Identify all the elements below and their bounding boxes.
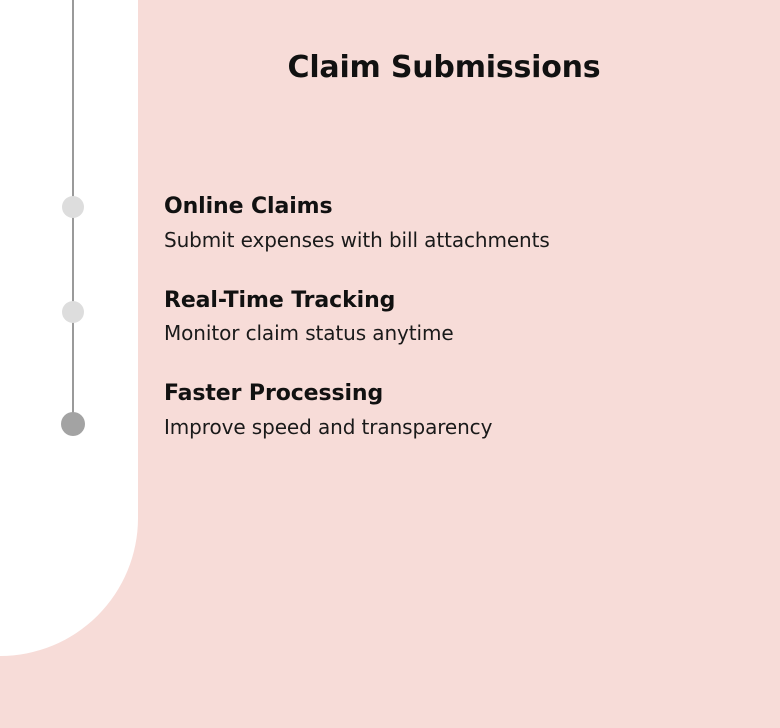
timeline-dot-3 [61,412,85,436]
feature-title-1: Online Claims [164,194,333,219]
feature-description-1: Submit expenses with bill attachments [164,227,550,252]
list-item: Real-Time Tracking Monitor claim status … [164,287,744,347]
page-title: Claim Submissions [287,50,601,85]
feature-title-3: Faster Processing [164,381,384,406]
timeline-dot-2 [62,301,84,323]
list-item: Online Claims Submit expenses with bill … [164,193,744,253]
timeline-dot-1 [62,196,84,218]
feature-description-2: Monitor claim status anytime [164,321,454,345]
left-white-panel [0,0,138,656]
feature-title-2: Real-Time Tracking [164,287,396,313]
feature-description-3: Improve speed and transparency [164,414,493,439]
list-item: Faster Processing Improve speed and tran… [164,380,744,440]
feature-list: Online Claims Submit expenses with bill … [164,193,744,440]
